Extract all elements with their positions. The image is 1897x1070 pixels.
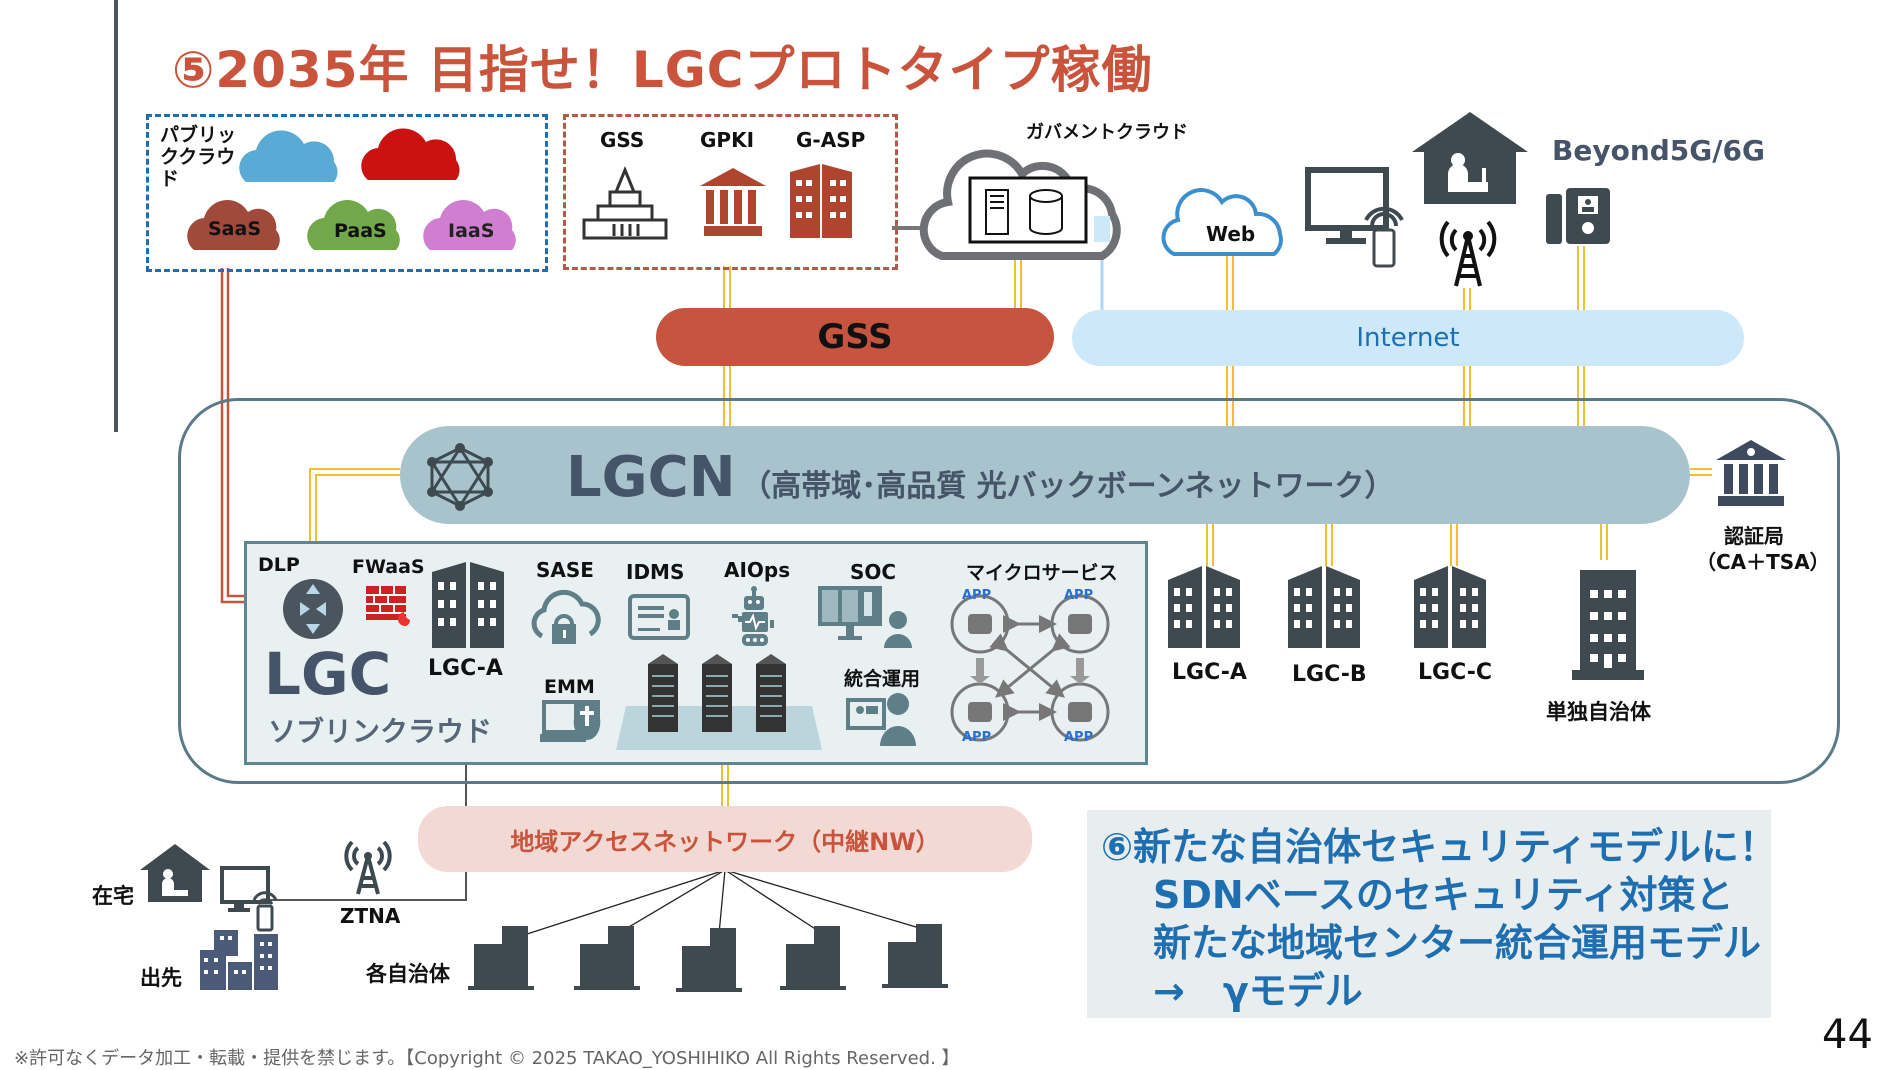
municipality-buildings	[468, 924, 948, 992]
antenna-tower-icon	[1439, 220, 1497, 287]
gov-services-group	[563, 114, 898, 270]
app-label: APP	[962, 730, 992, 745]
ca-sub-label: （CA＋TSA）	[1696, 550, 1830, 574]
home-label: 在宅	[92, 884, 134, 908]
outside-office-buildings-icon	[200, 930, 278, 990]
diet-building-icon	[582, 166, 668, 240]
saas-label: SaaS	[208, 218, 262, 240]
gss-service-label: GSS	[600, 128, 645, 152]
municipalities-label: 各自治体	[366, 962, 450, 986]
internet-network-bar: Internet	[1072, 310, 1744, 366]
web-label: Web	[1206, 222, 1256, 246]
lgc-subtitle: ソブリンクラウド	[268, 715, 493, 748]
ztna-label: ZTNA	[340, 904, 401, 928]
lgcn-label: LGCN （高帯域･高品質 光バックボーンネットワーク）	[566, 445, 1395, 510]
dlp-label: DLP	[258, 554, 300, 576]
firewall-icon	[366, 586, 411, 627]
microservices-label: マイクロサービス	[966, 562, 1118, 584]
lgc-title: LGC	[264, 640, 392, 708]
aiops-label: AIOps	[724, 558, 791, 582]
pc-mobile-small-icon	[220, 866, 278, 932]
ztna-antenna-icon	[344, 840, 392, 895]
standalone-municipality-label: 単独自治体	[1546, 700, 1651, 724]
lgcn-title: LGCN	[566, 445, 736, 510]
id-card-icon	[628, 594, 690, 640]
home-worker-icon	[1412, 112, 1528, 204]
emm-label: EMM	[544, 676, 595, 698]
municipality-building-icon	[468, 926, 534, 990]
cloud-blue-icon	[239, 130, 338, 182]
municipality-building-icon	[780, 926, 846, 990]
lgcn-domain-frame	[178, 398, 1840, 784]
idms-label: IDMS	[626, 560, 685, 584]
outside-label: 出先	[140, 966, 182, 990]
slide-accent-bar	[114, 0, 118, 432]
regional-access-network-bar: 地域アクセスネットワーク（中継NW）	[418, 806, 1032, 872]
certificate-authority-icon	[1716, 440, 1786, 506]
beyond-5g-label: Beyond5G/6G	[1552, 134, 1765, 167]
gov-cloud-label: ガバメントクラウド	[1026, 122, 1188, 143]
microservices-diagram	[950, 594, 1110, 742]
app-label: APP	[1064, 588, 1094, 603]
public-cloud-group	[146, 114, 548, 272]
page-number: 44	[1822, 1012, 1873, 1058]
gss-network-bar: GSS	[656, 308, 1054, 366]
callout-line-4: → γモデル	[1153, 969, 1363, 1013]
security-model-callout: ⑥新たな自治体セキュリティモデルに！ SDNベースのセキュリティ対策と 新たな地…	[1087, 810, 1777, 1018]
server-racks-icon	[616, 654, 822, 750]
web-cloud-icon	[1161, 188, 1283, 256]
router-icon	[283, 579, 343, 639]
building-lgc-b-icon	[1288, 566, 1360, 648]
lgc-c-label: LGC-C	[1418, 660, 1493, 685]
network-hub-icon	[427, 443, 493, 511]
gasp-label: G-ASP	[796, 128, 866, 152]
lgc-a-inner-label: LGC-A	[428, 656, 503, 681]
paas-label: PaaS	[334, 220, 387, 242]
public-cloud-icons	[187, 128, 516, 250]
ca-label: 認証局	[1724, 524, 1784, 548]
soc-label: SOC	[850, 560, 897, 584]
lgc-a-inner-building-icon	[432, 562, 504, 648]
cloud-iaas-icon	[423, 200, 516, 250]
pc-mobile-icon	[1305, 167, 1404, 268]
beyond-5g-device-icon	[1546, 188, 1610, 244]
fwaas-label: FWaaS	[352, 556, 425, 578]
integrated-ops-person-icon	[846, 693, 916, 746]
building-lgc-c-icon	[1414, 566, 1486, 648]
lgcn-subtitle: （高帯域･高品質 光バックボーンネットワーク）	[741, 469, 1395, 504]
slide-title: ⑤2035年 目指せ！LGCプロトタイプ稼働	[172, 41, 1153, 99]
gpki-label: GPKI	[700, 128, 755, 152]
lgc-a-label: LGC-A	[1172, 660, 1247, 685]
standalone-municipality-building-icon	[1572, 570, 1644, 680]
soc-monitor-icon	[818, 586, 912, 648]
office-building-icon	[790, 164, 852, 238]
municipality-building-icon	[882, 924, 948, 988]
cloud-saas-icon	[187, 200, 280, 250]
bank-building-icon	[700, 168, 766, 236]
integrated-ops-label: 統合運用	[844, 668, 921, 690]
callout-line-2: SDNベースのセキュリティ対策と	[1153, 873, 1734, 917]
home-worker-small-icon	[140, 844, 210, 902]
robot-icon	[732, 586, 774, 646]
sase-label: SASE	[536, 558, 594, 582]
municipality-building-icon	[676, 928, 742, 992]
cloud-red-icon	[361, 128, 460, 180]
municipality-building-icon	[574, 926, 640, 990]
gov-cloud-icon	[919, 149, 1121, 260]
callout-line-1: ⑥新たな自治体セキュリティモデルに！	[1101, 825, 1777, 869]
emm-laptop-shield-icon	[540, 700, 601, 742]
app-label: APP	[1064, 730, 1094, 745]
public-cloud-label: パブリッククラウド	[160, 124, 237, 190]
iaas-label: IaaS	[448, 220, 495, 242]
lgcn-backbone-bar	[400, 426, 1690, 524]
lgc-b-label: LGC-B	[1292, 662, 1367, 687]
sase-cloud-lock-icon	[531, 589, 601, 644]
cloud-paas-icon	[307, 200, 400, 250]
app-label: APP	[962, 588, 992, 603]
copyright-notice: ※許可なくデータ加工・転載・提供を禁じます。【Copyright © 2025 …	[14, 1048, 960, 1069]
callout-line-3: 新たな地域センター統合運用モデル	[1153, 921, 1762, 965]
building-lgc-a-icon	[1168, 566, 1240, 648]
